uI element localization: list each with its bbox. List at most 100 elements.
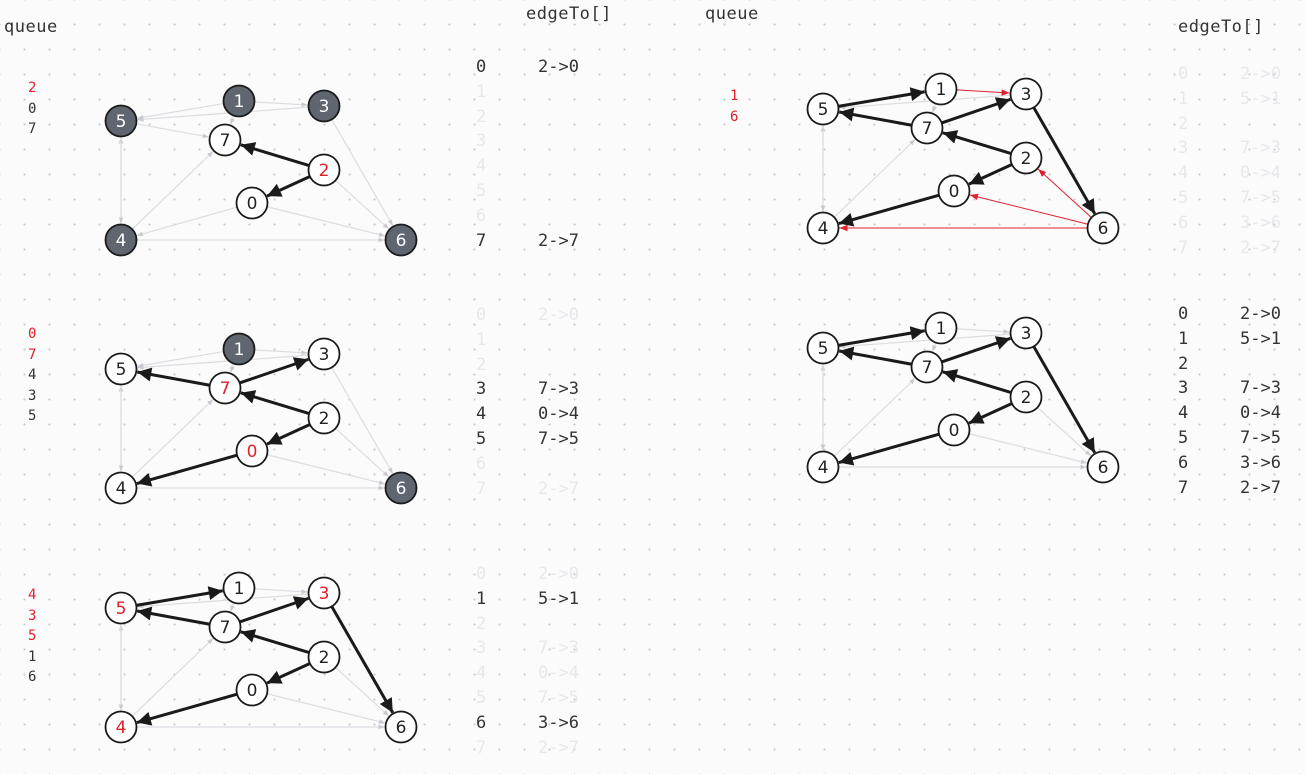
vertex-4: 4 bbox=[104, 223, 138, 257]
queue-entry: 6 bbox=[730, 108, 739, 125]
vertex-label: 2 bbox=[319, 648, 330, 668]
edgeto-row: 2 bbox=[1178, 112, 1281, 137]
vertex-3: 3 bbox=[307, 89, 341, 123]
vertex-label: 0 bbox=[949, 421, 960, 441]
edgeto-index: 1 bbox=[1178, 328, 1189, 349]
vertex-label: 7 bbox=[220, 131, 231, 151]
edgeto-edge: 5->1 bbox=[1240, 328, 1281, 349]
edgeto-index: 0 bbox=[1178, 64, 1189, 84]
edgeto-index: 7 bbox=[476, 230, 487, 251]
edgeto-index: 5 bbox=[1178, 187, 1189, 208]
tree-edge-2-0 bbox=[266, 423, 311, 446]
edgeto-index: 7 bbox=[476, 478, 487, 499]
graph-edge-5-7 bbox=[136, 123, 209, 139]
checked-edge-6-2 bbox=[1037, 168, 1092, 218]
vertex-label: 7 bbox=[922, 119, 933, 139]
edgeto-index: 4 bbox=[476, 156, 487, 177]
vertex-label: 5 bbox=[818, 100, 829, 120]
tree-edge-2-0 bbox=[968, 163, 1013, 186]
vertex-6: 6 bbox=[384, 223, 418, 257]
vertex-label: 2 bbox=[319, 409, 330, 429]
edgeto-index: 3 bbox=[476, 379, 487, 400]
vertex-2: 2 bbox=[307, 153, 341, 187]
edgeto-index: 2 bbox=[1178, 113, 1189, 134]
vertex-label: 6 bbox=[1098, 219, 1109, 239]
vertex-label: 4 bbox=[116, 479, 127, 499]
tree-edge-2-7 bbox=[240, 390, 310, 415]
edgeto-index: 4 bbox=[1178, 163, 1189, 184]
edgeto-index: 2 bbox=[476, 106, 487, 127]
graph-edge-1-7 bbox=[230, 115, 235, 125]
vertex-5: 5 bbox=[104, 591, 138, 625]
queue-header-right: queue bbox=[705, 4, 759, 24]
vertex-label: 7 bbox=[220, 618, 231, 638]
edgeto-index: 7 bbox=[1178, 237, 1189, 258]
graph-edge-3-6 bbox=[331, 119, 394, 226]
vertex-2: 2 bbox=[1009, 380, 1043, 414]
graph-edge-3-5 bbox=[137, 593, 309, 609]
edgeto-edge: 7->3 bbox=[538, 379, 579, 400]
tree-edge-0-4 bbox=[136, 692, 238, 726]
edgeto-row: 4 bbox=[476, 154, 579, 179]
graph-edge-1-7 bbox=[230, 602, 235, 612]
vertex-label: 1 bbox=[234, 340, 245, 360]
graph-edge-1-3 bbox=[254, 588, 308, 595]
edgeto-index: 6 bbox=[476, 712, 487, 733]
edgeto-edge: 2->7 bbox=[538, 478, 579, 499]
vertex-3: 3 bbox=[1009, 77, 1043, 111]
graph-edge-1-5 bbox=[137, 350, 224, 368]
vertex-label: 3 bbox=[319, 345, 330, 365]
edgeto-edge: 2->0 bbox=[538, 564, 579, 584]
vertex-label: 6 bbox=[396, 718, 407, 738]
vertex-6: 6 bbox=[384, 471, 418, 505]
edgeto-edge: 5->1 bbox=[538, 588, 579, 609]
tree-edge-3-6 bbox=[1032, 106, 1097, 215]
vertex-label: 0 bbox=[247, 681, 258, 701]
graph-edge-3-5 bbox=[137, 354, 309, 370]
vertex-4: 4 bbox=[104, 710, 138, 744]
edgeto-index: 7 bbox=[476, 737, 487, 758]
graph-edge-1-7 bbox=[932, 103, 937, 113]
edgeto-row: 4 0->4 bbox=[476, 661, 579, 686]
vertex-label: 2 bbox=[1021, 149, 1032, 169]
tree-edge-2-0 bbox=[266, 662, 311, 685]
queue-entry: 2 bbox=[28, 80, 37, 96]
edgeto-index: 3 bbox=[476, 131, 487, 152]
vertex-6: 6 bbox=[1086, 211, 1120, 245]
graph-edge-3-5 bbox=[137, 106, 309, 122]
edgeto-index: 2 bbox=[476, 354, 487, 375]
queue-entry: 1 bbox=[28, 648, 37, 665]
vertex-1: 1 bbox=[222, 332, 256, 366]
edgeto-edge: 0->4 bbox=[538, 663, 579, 684]
graph-edge-1-3 bbox=[254, 101, 308, 108]
vertex-3: 3 bbox=[1009, 316, 1043, 350]
graph-edge-1-7 bbox=[230, 363, 235, 373]
edgeto-edge: 7->5 bbox=[538, 687, 579, 708]
vertex-7: 7 bbox=[910, 350, 944, 384]
vertex-label: 5 bbox=[116, 360, 127, 380]
vertex-5: 5 bbox=[806, 331, 840, 365]
vertex-2: 2 bbox=[1009, 141, 1043, 175]
edgeto-index: 4 bbox=[476, 663, 487, 684]
vertex-label: 7 bbox=[922, 358, 933, 378]
vertex-0: 0 bbox=[235, 186, 269, 220]
vertex-7: 7 bbox=[208, 610, 242, 644]
tree-edge-7-3 bbox=[941, 336, 1011, 364]
vertex-6: 6 bbox=[384, 710, 418, 744]
tree-edge-7-5 bbox=[838, 346, 913, 366]
vertex-label: 1 bbox=[936, 80, 947, 100]
